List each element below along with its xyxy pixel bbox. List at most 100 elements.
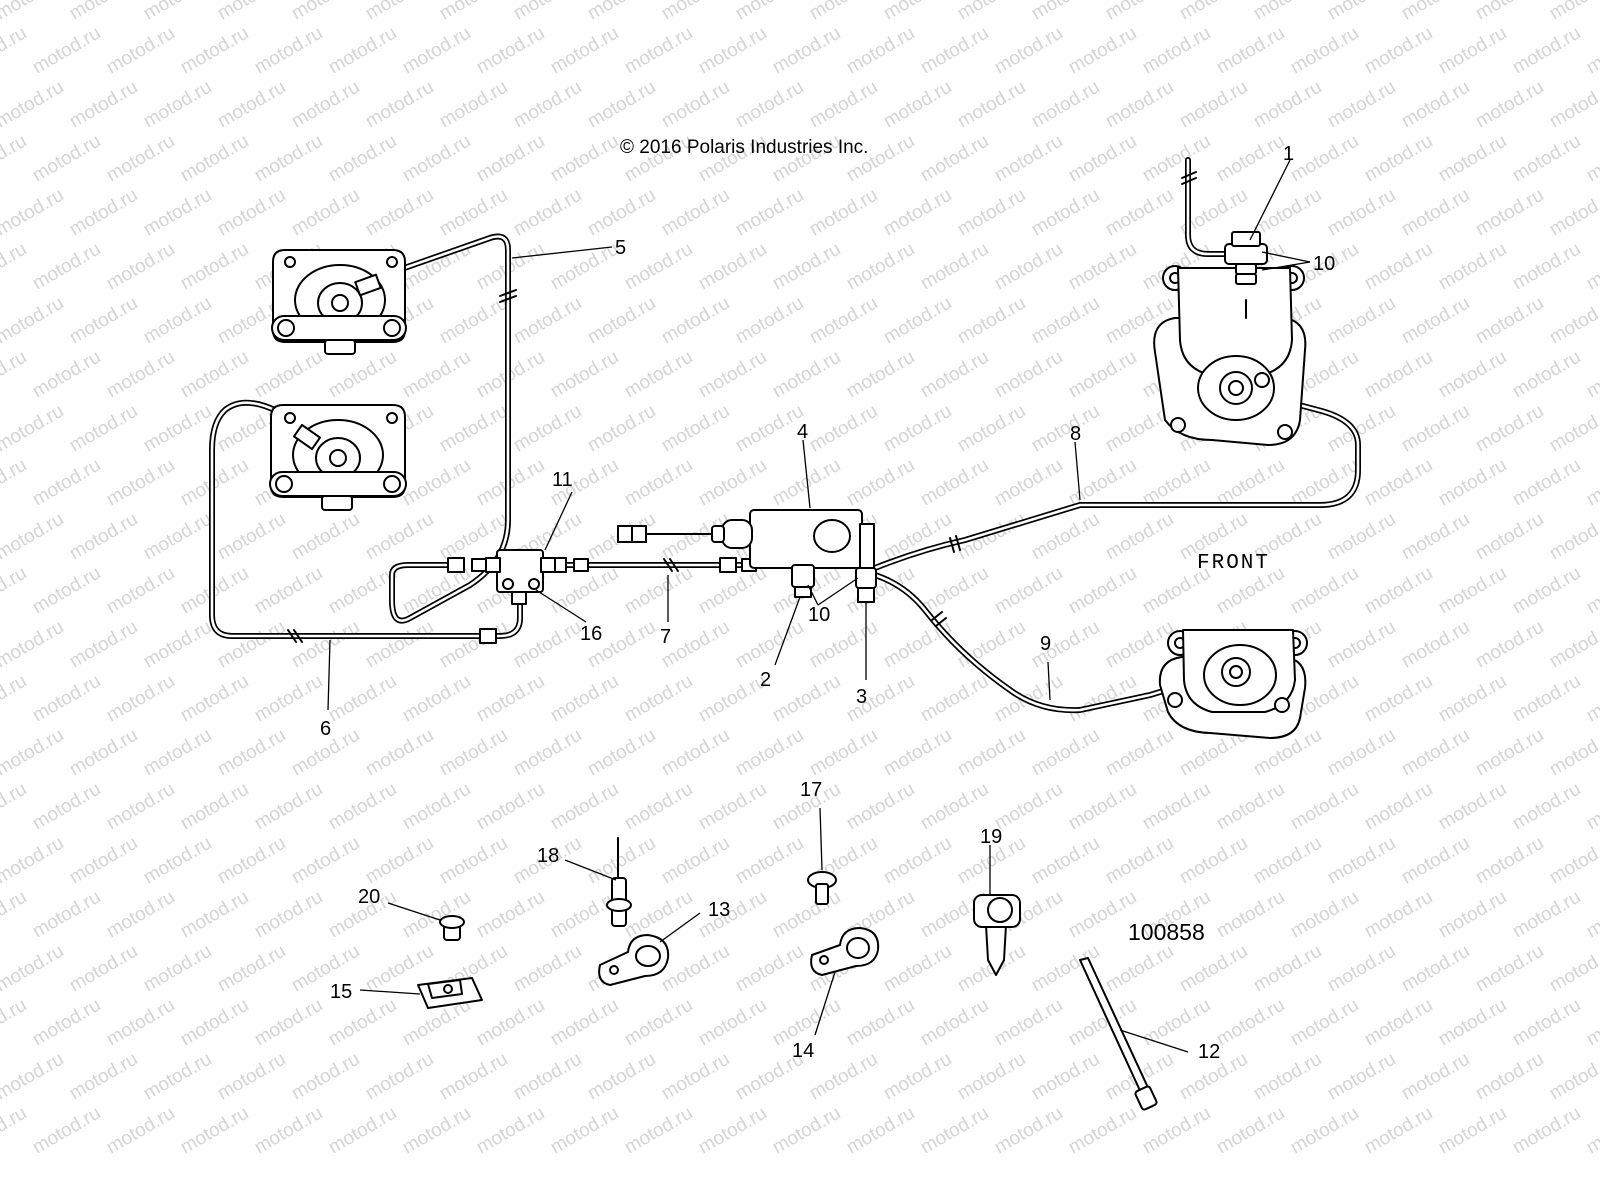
watermark-text: motod.ru xyxy=(1139,455,1214,511)
watermark-text: motod.ru xyxy=(103,779,178,835)
watermark-text: motod.ru xyxy=(1509,671,1584,727)
callout-20: 20 xyxy=(358,886,380,908)
watermark-text: motod.ru xyxy=(436,185,511,241)
watermark-text: motod.ru xyxy=(1213,779,1288,835)
watermark-text: motod.ru xyxy=(806,77,881,133)
watermark-text: motod.ru xyxy=(288,0,363,24)
watermark-text: motod.ru xyxy=(1435,671,1510,727)
watermark-text: motod.ru xyxy=(732,617,807,673)
watermark-text: motod.ru xyxy=(214,509,289,565)
watermark-text: motod.ru xyxy=(991,23,1066,79)
watermark-text: motod.ru xyxy=(991,239,1066,295)
watermark-text: motod.ru xyxy=(473,779,548,835)
watermark-text: motod.ru xyxy=(1472,77,1547,133)
watermark-text: motod.ru xyxy=(1546,401,1600,457)
watermark-text: motod.ru xyxy=(510,725,585,781)
watermark-text: motod.ru xyxy=(362,725,437,781)
watermark-text: motod.ru xyxy=(251,23,326,79)
watermark-text: motod.ru xyxy=(1324,725,1399,781)
watermark-text: motod.ru xyxy=(880,1049,955,1105)
watermark-text: motod.ru xyxy=(1324,77,1399,133)
watermark-text: motod.ru xyxy=(880,833,955,889)
brake-tee-11 xyxy=(485,549,556,605)
watermark-text: motod.ru xyxy=(399,1103,474,1159)
watermark-text: motod.ru xyxy=(1472,1049,1547,1105)
watermark-text: motod.ru xyxy=(103,563,178,619)
break-mark xyxy=(499,289,517,303)
watermark-text: motod.ru xyxy=(1398,725,1473,781)
watermark-text: motod.ru xyxy=(917,671,992,727)
watermark-text: motod.ru xyxy=(1250,185,1325,241)
watermark-text: motod.ru xyxy=(103,455,178,511)
watermark-text: motod.ru xyxy=(732,0,807,24)
watermark-text: motod.ru xyxy=(177,347,252,403)
watermark-text: motod.ru xyxy=(436,401,511,457)
watermark-text: motod.ru xyxy=(214,941,289,997)
watermark-text: motod.ru xyxy=(0,563,30,619)
watermark-text: motod.ru xyxy=(1250,1049,1325,1105)
watermark-text: motod.ru xyxy=(806,0,881,24)
watermark-text: motod.ru xyxy=(1361,455,1436,511)
p-clamp-14 xyxy=(810,927,880,976)
watermark-text: motod.ru xyxy=(1546,0,1600,24)
watermark-text: motod.ru xyxy=(510,941,585,997)
watermark-text: motod.ru xyxy=(399,131,474,187)
watermark-text: motod.ru xyxy=(1398,941,1473,997)
watermark-text: motod.ru xyxy=(547,671,622,727)
watermark-text: motod.ru xyxy=(29,1103,104,1159)
watermark-text: motod.ru xyxy=(1139,23,1214,79)
watermark-text: motod.ru xyxy=(0,941,67,997)
watermark-text: motod.ru xyxy=(177,671,252,727)
watermark-text: motod.ru xyxy=(325,995,400,1051)
watermark-text: motod.ru xyxy=(1102,941,1177,997)
watermark-text: motod.ru xyxy=(1213,1103,1288,1159)
drawing-number: 100858 xyxy=(1128,919,1205,945)
hose-fitting xyxy=(471,558,487,572)
watermark-text: motod.ru xyxy=(658,1049,733,1105)
watermark-text: motod.ru xyxy=(1028,0,1103,24)
watermark-text: motod.ru xyxy=(547,779,622,835)
watermark-text: motod.ru xyxy=(29,887,104,943)
watermark-text: motod.ru xyxy=(584,293,659,349)
watermark-text: motod.ru xyxy=(436,77,511,133)
watermark-text: motod.ru xyxy=(214,1049,289,1105)
watermark-text: motod.ru xyxy=(1435,131,1510,187)
watermark-text: motod.ru xyxy=(732,941,807,997)
watermark-text: motod.ru xyxy=(362,617,437,673)
watermark-text: motod.ru xyxy=(140,0,215,24)
watermark-text: motod.ru xyxy=(1324,617,1399,673)
watermark-text: motod.ru xyxy=(29,779,104,835)
watermark-text: motod.ru xyxy=(732,185,807,241)
watermark-text: motod.ru xyxy=(732,833,807,889)
watermark-text: motod.ru xyxy=(1546,293,1600,349)
watermark-text: motod.ru xyxy=(843,23,918,79)
watermark-text: motod.ru xyxy=(0,725,67,781)
watermark-text: motod.ru xyxy=(658,401,733,457)
watermark-text: motod.ru xyxy=(251,347,326,403)
watermark-text: motod.ru xyxy=(0,293,67,349)
watermark-text: motod.ru xyxy=(1324,0,1399,24)
watermark-text: motod.ru xyxy=(325,671,400,727)
watermark-text: motod.ru xyxy=(806,1049,881,1105)
leader-lines xyxy=(327,159,1311,1053)
watermark-text: motod.ru xyxy=(1324,293,1399,349)
watermark-text: motod.ru xyxy=(954,293,1029,349)
watermark-text: motod.ru xyxy=(251,671,326,727)
watermark-text: motod.ru xyxy=(732,293,807,349)
watermark-text: motod.ru xyxy=(1361,995,1436,1051)
watermark-text: motod.ru xyxy=(1028,833,1103,889)
watermark-text: motod.ru xyxy=(732,77,807,133)
watermark-text: motod.ru xyxy=(473,23,548,79)
watermark-text: motod.ru xyxy=(140,725,215,781)
watermark-text: motod.ru xyxy=(1583,1103,1600,1159)
watermark-text: motod.ru xyxy=(140,293,215,349)
watermark-text: motod.ru xyxy=(1509,455,1584,511)
watermark-text: motod.ru xyxy=(547,347,622,403)
watermark-text: motod.ru xyxy=(991,995,1066,1051)
watermark-text: motod.ru xyxy=(1176,941,1251,997)
watermark-text: motod.ru xyxy=(1324,401,1399,457)
watermark-text: motod.ru xyxy=(1472,401,1547,457)
watermark-text: motod.ru xyxy=(1398,77,1473,133)
watermark-text: motod.ru xyxy=(1028,293,1103,349)
